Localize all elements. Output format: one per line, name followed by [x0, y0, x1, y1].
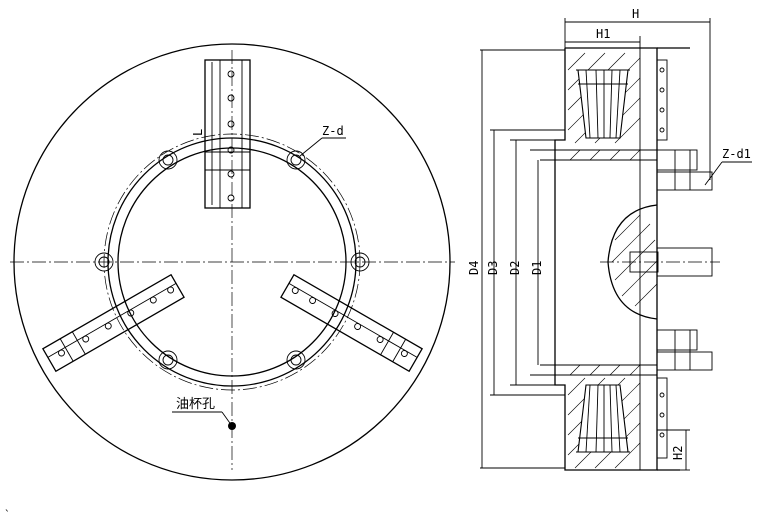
- slot-length-dimension: L: [191, 62, 213, 205]
- bolt-hole-leader: Z-d: [299, 124, 346, 157]
- dimension-d2: D2: [508, 140, 522, 385]
- jaw-slot-top: [204, 59, 251, 209]
- bolt-hole: [158, 150, 178, 170]
- central-hub: [600, 204, 720, 320]
- oil-cup-hole: 油杯孔: [172, 397, 236, 430]
- dimension-h1: H1: [565, 27, 641, 48]
- bolt-hole: [94, 252, 114, 272]
- dimension-h2-label: H2: [671, 446, 685, 460]
- dimension-d2-label: D2: [508, 261, 522, 275]
- dimension-d4-label: D4: [467, 261, 481, 275]
- bolt-hole-label: Z-d: [322, 124, 344, 138]
- dimension-h: H: [564, 7, 711, 180]
- bolt-hole: [350, 252, 370, 272]
- stray-mark: `: [4, 508, 11, 520]
- side-view: D4 D3 D2 D1 H H1: [467, 7, 752, 471]
- mount-holes-leader: Z-d1: [704, 147, 752, 186]
- jaw-wedge-top: [576, 69, 630, 139]
- slot-length-label: L: [191, 129, 205, 136]
- mount-holes-label: Z-d1: [722, 147, 751, 161]
- bolt-hole: [158, 350, 178, 370]
- dimension-d3: D3: [486, 130, 500, 395]
- front-view: L: [4, 43, 455, 521]
- jaw-slot-left: [41, 273, 185, 373]
- mount-bolt-lower: [656, 329, 713, 371]
- dimension-d1: D1: [530, 160, 544, 365]
- dimension-d4: D4: [467, 50, 483, 468]
- bolt-hole: [286, 350, 306, 370]
- dimension-h1-label: H1: [596, 27, 610, 41]
- bolt-hole: [286, 150, 306, 170]
- dimension-h2: H2: [657, 429, 690, 471]
- dimension-h-label: H: [632, 7, 639, 21]
- oil-cup-hole-label: 油杯孔: [176, 397, 215, 412]
- dimension-d1-label: D1: [530, 261, 544, 275]
- jaw-slot-right: [280, 273, 424, 373]
- mount-bolt-upper: [656, 149, 713, 191]
- dimension-d3-label: D3: [486, 261, 500, 275]
- jaw-wedge-bottom: [576, 384, 630, 453]
